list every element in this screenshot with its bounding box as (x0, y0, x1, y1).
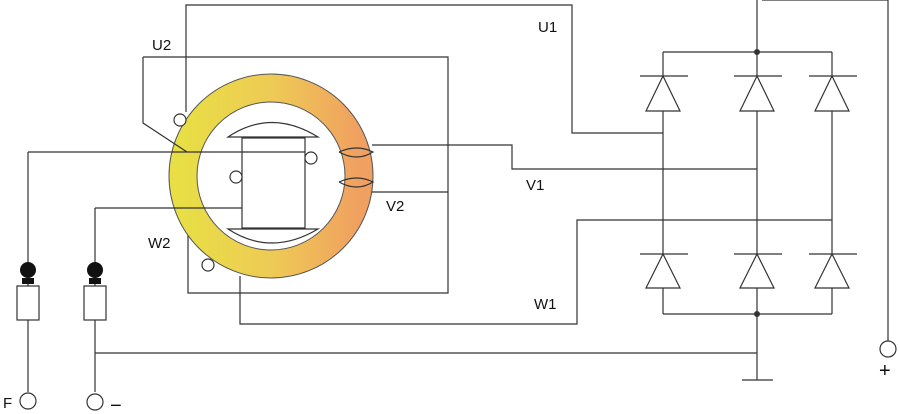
diode-lower-1 (640, 252, 688, 289)
wiring (27, 0, 889, 392)
label-minus: − (110, 395, 122, 414)
slot-hole (201, 258, 215, 272)
diode-lower-2 (734, 252, 782, 289)
label-u2: U2 (152, 37, 171, 54)
terminal-plus (879, 340, 897, 358)
indicator-lamp-f (20, 262, 36, 284)
diode-upper-2 (734, 74, 782, 112)
diode-upper-3 (809, 74, 857, 112)
slot-hole (304, 151, 318, 165)
label-v2: V2 (386, 198, 404, 215)
stator-ring (168, 73, 374, 279)
label-plus: + (879, 360, 891, 382)
diode-lower-3 (809, 252, 857, 289)
slot-hole (229, 170, 243, 184)
fuse-minus (83, 285, 107, 321)
label-u1: U1 (538, 19, 557, 36)
label-v1: V1 (526, 177, 544, 194)
label-f: F (3, 395, 12, 412)
rotor (173, 113, 375, 272)
indicator-lamp-minus (87, 262, 103, 284)
diode-upper-1 (640, 74, 688, 112)
label-w1: W1 (534, 296, 557, 313)
junction-dot (754, 311, 760, 317)
terminal-minus (86, 393, 104, 411)
label-w2: W2 (148, 235, 171, 252)
junction-dot (754, 49, 760, 55)
terminal-f (19, 392, 37, 410)
slot-hole (173, 113, 187, 127)
rectifier-bridge (640, 49, 857, 381)
stator-frame (143, 56, 449, 294)
fuse-f (16, 285, 40, 321)
